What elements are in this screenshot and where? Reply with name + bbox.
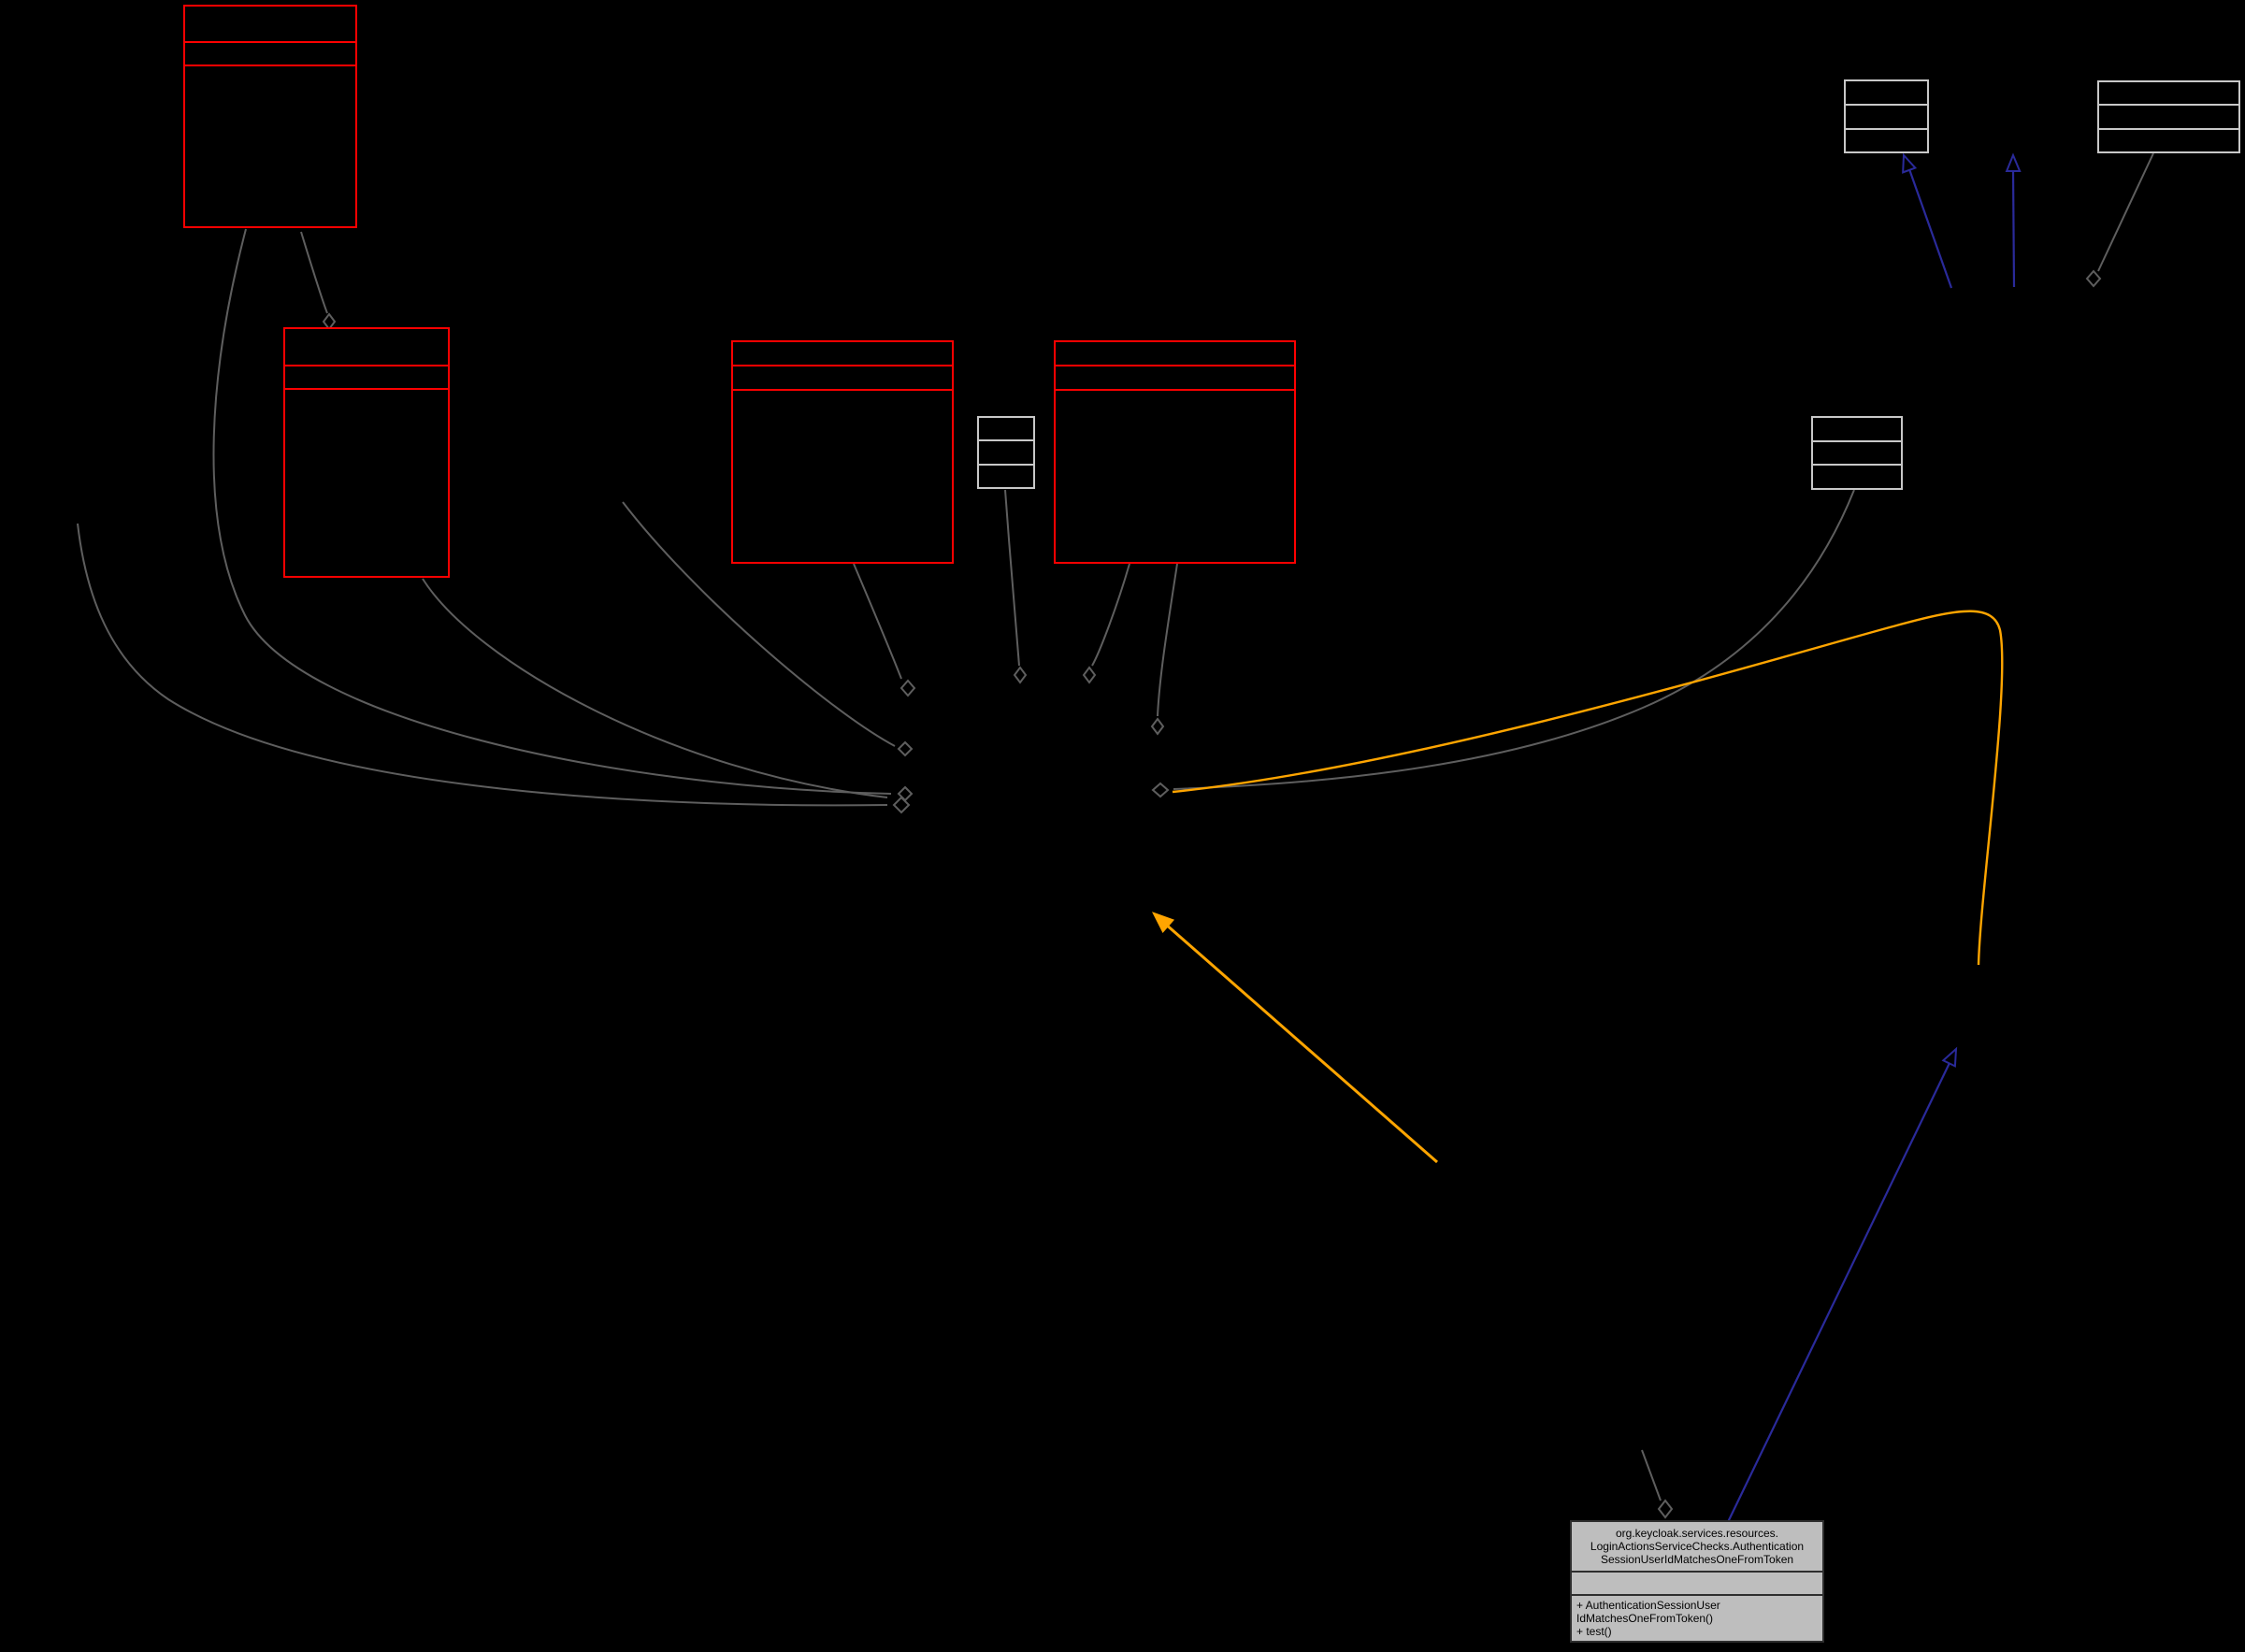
truncated-class-center-2-class-node[interactable] [1054,340,1296,564]
agg-red2-to-center-node-edge [422,578,888,798]
main-class-method-line-2: + test() [1576,1625,1612,1638]
agg-into-main-class-edge [1641,1449,1662,1501]
arrowhead-inherit-topright-1-hollow-arrowhead-icon [1902,152,1918,174]
truncated-class-top-left-class-node[interactable] [183,5,357,228]
truncated-class-center-1-class-node[interactable] [731,340,954,564]
inherit-shaft-topright-1-edge [1907,168,1953,289]
agg-red1-to-center-node-edge [212,228,892,795]
agg-topright2-down-edge [2097,152,2154,272]
class-top-right-1-class-node[interactable] [1844,79,1929,153]
agg-red3-to-center-node-edge [853,563,902,680]
arrowhead-inherit-main-hollow-arrowhead-icon [1941,1046,1958,1068]
diamond-center-left-4-aggregation-diamond-icon [892,796,911,814]
agg-farleft-to-center-node-edge [77,523,888,807]
diamond-center-left-1-aggregation-diamond-icon [899,679,916,697]
agg-smallbox-to-center-edge [1004,489,1020,667]
arrowhead-template-arrow-solid-arrowhead-icon [1151,912,1175,933]
agg-red4-to-center-b-edge [1157,563,1178,717]
diamond-center-top-1-aggregation-diamond-icon [1013,666,1028,684]
inherit-shaft-topright-2-edge [2011,168,2016,288]
class-top-right-2-class-node[interactable] [2097,80,2240,153]
diamond-center-top-3-aggregation-diamond-icon [1150,717,1165,736]
main-class-title-line-1: LoginActionsServiceChecks.Authentication [1590,1540,1804,1553]
agg-mid-to-center-node-edge [622,501,896,747]
truncated-class-left-class-node[interactable] [283,327,450,578]
diamond-right-node-aggregation-diamond-icon [2085,269,2102,288]
class-small-center-class-node[interactable] [977,416,1035,489]
class-mid-right-class-node[interactable] [1811,416,1903,490]
agg-red1-to-red2-edge [300,231,328,314]
diamond-main-class-aggregation-diamond-icon [1657,1499,1674,1519]
diamond-center-right-aggregation-diamond-icon [1151,782,1170,798]
template-long-spline-edge [1172,610,2004,966]
agg-red4-to-center-a-edge [1091,563,1130,667]
main-class-title-line-2: SessionUserIdMatchesOneFromToken [1601,1553,1793,1566]
inherit-shaft-main-class-edge [1727,1062,1950,1523]
main-class-title-line-0: org.keycloak.services.resources. [1616,1527,1778,1540]
diamond-center-left-2-aggregation-diamond-icon [897,740,914,757]
main-class-method-line-0: + AuthenticationSessionUser [1576,1599,1720,1612]
template-arrow-shaft-edge [1164,922,1438,1164]
main-class-class-node[interactable] [1570,1520,1824,1643]
diamond-center-top-2-aggregation-diamond-icon [1082,666,1097,684]
arrowhead-inherit-topright-2-hollow-arrowhead-icon [2005,152,2022,173]
main-class-method-line-1: IdMatchesOneFromToken() [1576,1612,1713,1625]
agg-midright-to-center-edge [1173,489,1855,790]
